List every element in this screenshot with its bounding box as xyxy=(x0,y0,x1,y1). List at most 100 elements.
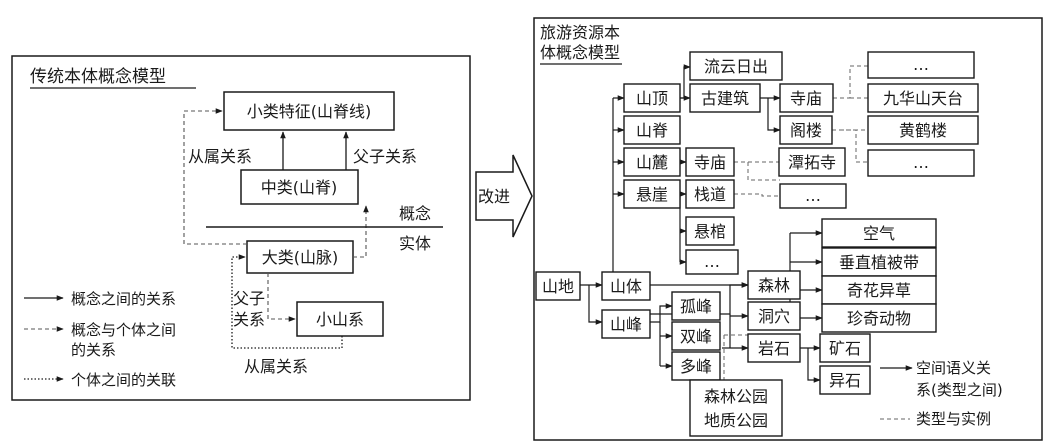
improve-arrow: 改进 xyxy=(475,154,533,238)
small-mountain-box xyxy=(296,301,384,337)
edge-shanding-liuyun xyxy=(680,64,691,99)
legend-dashed-label-line1: 概念与个体之间 xyxy=(71,321,176,339)
parent-child-label-top: 父子关系 xyxy=(353,147,417,166)
label-simiao-lu: 寺庙 xyxy=(694,153,726,172)
label-yishi: 异石 xyxy=(829,371,861,390)
legend-solid-label: 概念之间的关系 xyxy=(71,290,176,308)
label-kuangshi: 矿石 xyxy=(829,339,861,358)
label-jiuhua: 九华山天台 xyxy=(883,89,963,108)
label-huanghe: 黄鹤楼 xyxy=(899,121,947,140)
node-zhandao xyxy=(685,179,735,209)
dotted-link-smallmountain-to-big xyxy=(231,254,343,349)
parent-child-label-line2: 关系 xyxy=(233,310,265,329)
label-liuyun: 流云日出 xyxy=(704,57,768,76)
label-gujianzhu: 古建筑 xyxy=(701,89,749,108)
subordinate-label-top: 从属关系 xyxy=(188,147,252,166)
edge-gujianzhu-gelou xyxy=(767,98,781,133)
edge-shandi-shanfeng xyxy=(588,285,603,325)
label-shuangfeng: 双峰 xyxy=(680,327,712,346)
connectors xyxy=(580,64,823,383)
label-duofeng: 多峰 xyxy=(680,357,712,376)
node-shuangfeng xyxy=(671,321,721,351)
big-class-box xyxy=(246,240,354,274)
small-mountain-label: 小山系 xyxy=(316,310,364,329)
node-gujianzhu xyxy=(689,83,761,113)
node-dongxue xyxy=(747,301,801,331)
label-zhenqi: 珍奇动物 xyxy=(847,309,911,328)
label-shandi: 山地 xyxy=(542,277,574,296)
label-kongqi: 空气 xyxy=(863,224,895,243)
node-gelou xyxy=(779,115,833,145)
legend-spatial-line1: 空间语义关 xyxy=(916,359,991,377)
node-liuyun xyxy=(689,51,783,81)
label-ellipsis-mid: … xyxy=(913,153,929,172)
edge-yanshi-yishi xyxy=(807,348,821,383)
dashed-link-big-to-middle xyxy=(353,205,369,258)
node-shanti xyxy=(601,271,651,301)
node-shanji xyxy=(623,115,681,145)
nodes xyxy=(535,51,979,437)
label-shanding: 山顶 xyxy=(636,89,668,108)
label-shanti: 山体 xyxy=(610,277,642,296)
left-legend: 概念之间的关系 概念与个体之间 的关系 个体之间的关联 xyxy=(24,290,176,389)
node-shanding xyxy=(623,83,681,113)
label-simiao-top: 寺庙 xyxy=(790,89,822,108)
right-legend: 空间语义关 系(类型之间) 类型与实例 xyxy=(880,359,1003,428)
node-parks xyxy=(689,379,783,437)
label-ellipsis-b: … xyxy=(704,252,720,271)
legend-spatial-line2: 系(类型之间) xyxy=(916,381,1003,399)
left-panel-title: 传统本体概念模型 xyxy=(30,66,166,87)
dashed-link-big-to-smallmountain xyxy=(267,273,296,322)
concept-label: 概念 xyxy=(399,204,431,223)
label-yanshi: 岩石 xyxy=(758,339,790,358)
node-xuanya xyxy=(623,179,681,209)
small-class-label: 小类特征(山脊线) xyxy=(247,102,372,121)
right-title-line2: 体概念模型 xyxy=(540,43,620,62)
label-shanlu: 山麓 xyxy=(636,153,668,172)
node-yanshi xyxy=(747,333,801,363)
node-tanzhe xyxy=(778,147,846,177)
left-panel-frame xyxy=(11,55,471,401)
small-class-box xyxy=(223,91,395,131)
inst-simiao-ellipsis xyxy=(833,65,868,99)
tourism-ontology-panel: 旅游资源本 体概念模型 xyxy=(533,17,1043,441)
node-shanfeng xyxy=(601,309,651,339)
label-xuanguan: 悬棺 xyxy=(694,222,726,241)
middle-class-box xyxy=(240,169,359,205)
node-duofeng xyxy=(671,351,721,381)
label-qihua: 奇花异草 xyxy=(847,281,911,300)
label-ellipsis-zd: … xyxy=(805,186,821,205)
label-gufeng: 孤峰 xyxy=(680,297,712,316)
label-dongxue: 洞穴 xyxy=(758,307,790,326)
node-huanghe xyxy=(867,115,979,145)
label-xuanya: 悬崖 xyxy=(636,185,668,204)
right-title-line1: 旅游资源本 xyxy=(540,23,620,42)
node-simiao-top xyxy=(779,83,834,113)
traditional-ontology-panel: 传统本体概念模型 小类特征(山脊线) 中类(山脊) 大类(山脉) 小山系 从属关… xyxy=(11,55,471,401)
inst-simiao-lu-link xyxy=(734,161,780,181)
node-kongqi xyxy=(821,218,937,248)
label-senlin: 森林 xyxy=(758,276,790,295)
improve-arrow-shape xyxy=(475,154,533,238)
node-gufeng xyxy=(671,291,721,321)
subordinate-label-bottom: 从属关系 xyxy=(244,357,308,376)
node-jiuhua xyxy=(867,83,979,113)
node-chuizhi xyxy=(821,247,937,277)
label-chuizhi: 垂直植被带 xyxy=(839,253,919,272)
node-shandi xyxy=(535,271,581,301)
improve-arrow-label: 改进 xyxy=(478,187,510,206)
node-kuangshi xyxy=(819,333,871,363)
node-ellipsis-top xyxy=(867,51,975,79)
legend-dashed-label-line2: 的关系 xyxy=(71,341,116,359)
big-class-label: 大类(山脉) xyxy=(262,248,339,267)
middle-class-label: 中类(山脊) xyxy=(261,178,338,197)
label-zhandao: 栈道 xyxy=(694,185,726,204)
dashed-link-big-to-small xyxy=(183,108,247,245)
label-gelou: 阁楼 xyxy=(790,121,822,140)
node-zhenqi xyxy=(821,303,937,333)
label-park-line1: 森林公园 xyxy=(704,387,768,406)
node-senlin xyxy=(747,270,801,300)
label-tanzhe: 潭拓寺 xyxy=(788,153,836,172)
node-ellipsis-zd xyxy=(779,183,847,209)
node-ellipsis-b xyxy=(685,249,739,275)
